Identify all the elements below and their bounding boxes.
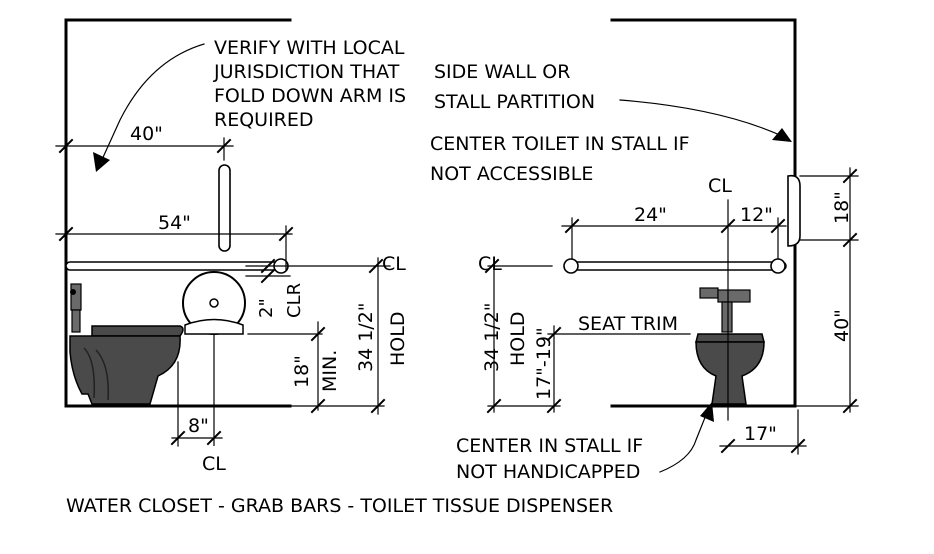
dim-12-label: 12" [740,204,773,226]
center-stall-note-line-1: CENTER IN STALL IF [456,435,643,457]
water-closet-side-view-icon [69,283,184,405]
dim-24-label: 24" [634,204,667,226]
dim-18-label: 18" [291,355,313,388]
left-elevation: 40" 54" CL 2" CLR 18" MIN. 34 1/2" HOLD [55,18,409,475]
water-closet-front-view-icon [695,287,765,405]
centerline-symbol-bottom: CL [202,453,226,475]
centerline-symbol-right-top: CL [708,175,732,197]
svg-text:CL: CL [382,253,406,275]
side-wall-note-line-2: STALL PARTITION [434,91,595,113]
dim-2-label: 2" [256,298,277,318]
clr-label: CLR [284,283,305,318]
dim-18-right-label: 18" [831,191,853,224]
right-elevation: 24" 12" CL 18" 40" CL 34 1/2" HOLD 17"-1… [430,18,859,483]
verify-note-line-1: VERIFY WITH LOCAL [214,37,405,59]
centerline-symbol-top: CL [382,253,406,275]
centerline-symbol-right-left: CL [478,253,502,275]
dim-8-label: 8" [188,415,209,437]
rear-grab-bar-icon [567,261,787,271]
side-wall-arrow-icon [619,99,783,137]
vertical-grab-bar-icon [218,164,231,252]
svg-text:CL: CL [708,175,732,197]
dim-34-right-label: 34 1/2" [481,302,503,372]
dim-54-label: 54" [158,212,191,234]
dim-40-right-label: 40" [831,309,853,342]
verify-note-line-4: REQUIRED [214,109,314,131]
svg-text:CL: CL [478,253,502,275]
drawing-title: WATER CLOSET - GRAB BARS - TOILET TISSUE… [66,495,613,517]
dim-17-19-label: 17"-19" [533,327,555,400]
toilet-tissue-dispenser-icon [182,271,246,446]
hold-right-label: HOLD [507,312,529,366]
center-stall-arrow-icon [659,409,709,473]
verify-note-line-3: FOLD DOWN ARM IS [214,85,406,107]
seat-trim-label: SEAT TRIM [578,313,678,335]
svg-text:CL: CL [202,453,226,475]
center-toilet-note-line-1: CENTER TOILET IN STALL IF [430,133,690,155]
center-stall-note-line-2: NOT HANDICAPPED [456,461,640,483]
min-label: MIN. [319,350,341,392]
dim-17-label: 17" [744,423,777,445]
wall-grab-bar-icon [787,174,801,247]
side-wall-note-line-1: SIDE WALL OR [434,61,570,83]
dim-40-label: 40" [130,123,163,145]
dim-34-label: 34 1/2" [355,302,377,372]
verify-note-line-2: JURISDICTION THAT [213,61,400,83]
hold-label: HOLD [387,312,409,366]
center-toilet-note-line-2: NOT ACCESSIBLE [430,163,593,185]
verify-arrow-icon [99,43,205,165]
